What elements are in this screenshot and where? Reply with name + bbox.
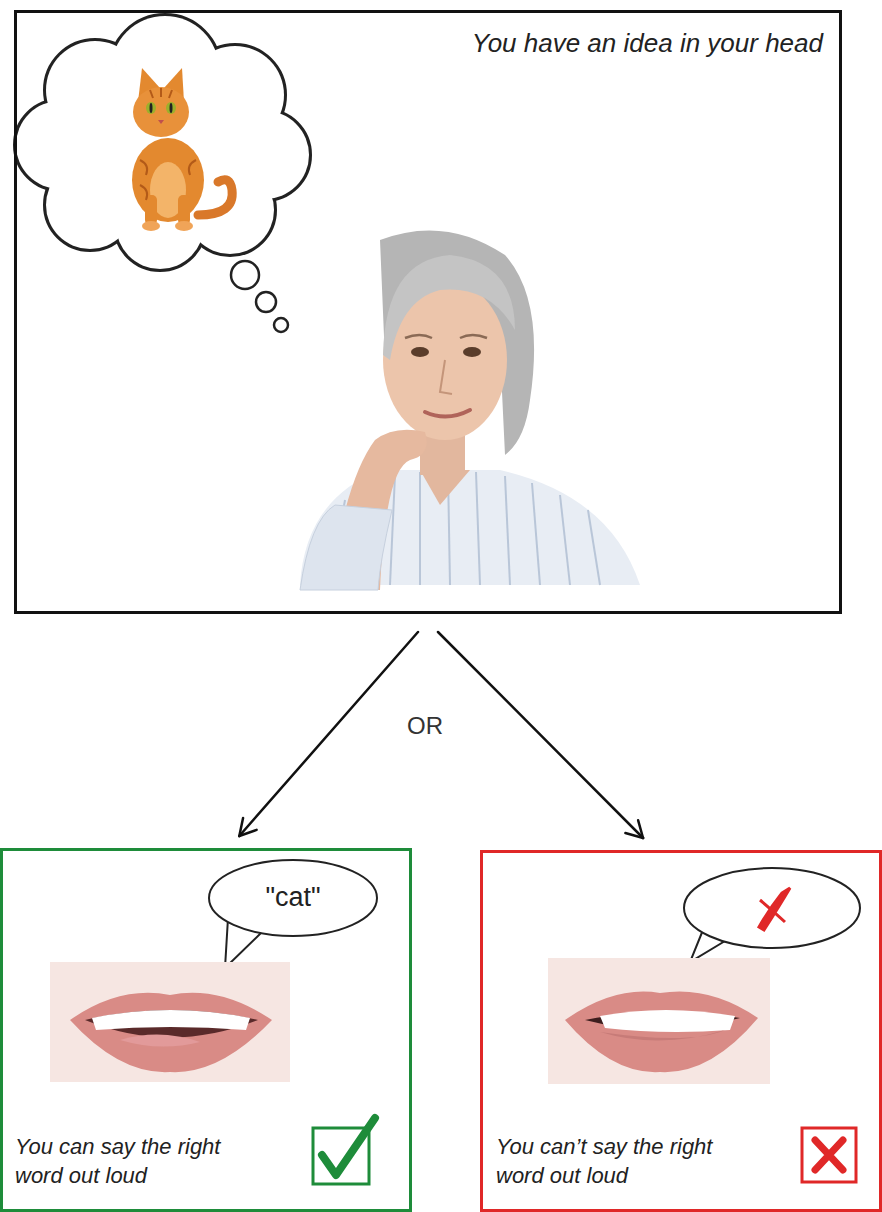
woman-picture xyxy=(300,230,640,590)
check-icon xyxy=(313,1118,375,1184)
speech-bubble xyxy=(684,868,860,962)
outcome-box: You can say the right word out loud "cat" xyxy=(0,848,412,1212)
arrow-connector xyxy=(438,632,643,838)
caption-text: You can’t say the right word out loud xyxy=(496,1133,758,1190)
caption-text: You can say the right word out loud xyxy=(15,1133,255,1190)
lips-picture xyxy=(548,958,770,1084)
arrow-connector xyxy=(239,632,418,836)
cat-picture xyxy=(132,68,232,231)
speech-text: "cat" xyxy=(208,880,378,915)
thought-cloud xyxy=(15,15,310,332)
or-label: OR xyxy=(395,712,455,740)
cross-icon xyxy=(802,1128,856,1182)
speech-bubble: "cat" xyxy=(208,859,378,937)
scene-box: You have an idea in your head xyxy=(14,10,842,614)
outcome-box: You can’t say the right word out loud xyxy=(480,850,882,1212)
lips-picture xyxy=(50,962,290,1082)
caption-text: You have an idea in your head xyxy=(472,27,823,61)
